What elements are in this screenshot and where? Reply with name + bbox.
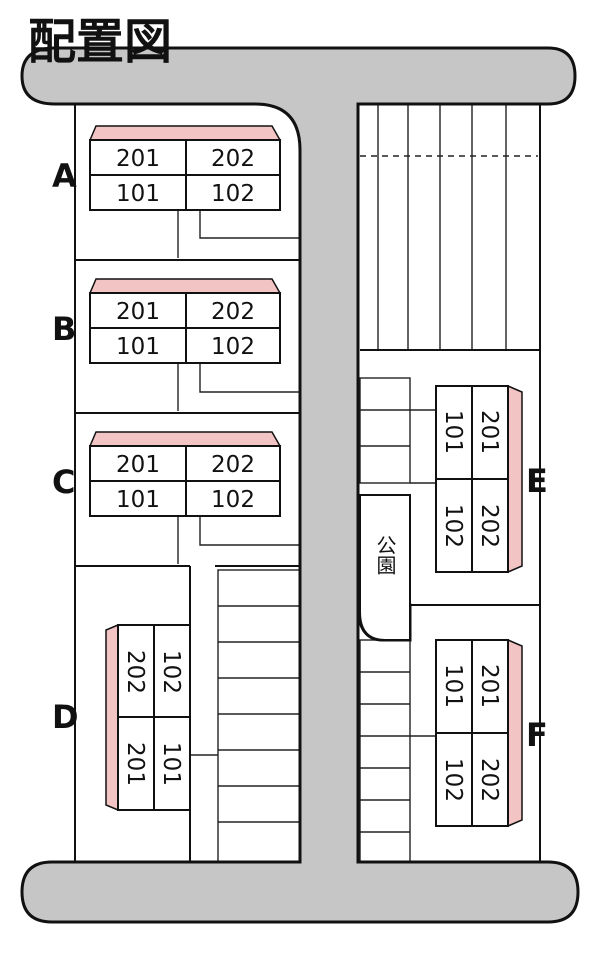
unit-a-102: 102 <box>211 181 255 207</box>
unit-b-202: 202 <box>211 299 255 325</box>
building-a-label: A <box>52 157 77 195</box>
building-c-label: C <box>52 463 75 501</box>
building-d: 102 202 101 201 D <box>52 623 191 812</box>
unit-b-102: 102 <box>211 334 255 360</box>
unit-a-101: 101 <box>116 181 160 207</box>
building-b: 201 202 101 102 B <box>52 278 282 364</box>
building-b-label: B <box>52 310 76 348</box>
unit-e-201: 201 <box>476 410 502 454</box>
roads <box>20 46 580 924</box>
unit-b-201: 201 <box>116 299 160 325</box>
unit-d-201: 201 <box>122 742 148 786</box>
unit-b-101: 101 <box>116 334 160 360</box>
unit-c-201: 201 <box>116 452 160 478</box>
top-road <box>20 46 580 924</box>
unit-c-202: 202 <box>211 452 255 478</box>
building-d-label: D <box>52 698 79 736</box>
map-title: 配置図 <box>28 14 172 70</box>
unit-e-202: 202 <box>476 504 502 548</box>
unit-c-102: 102 <box>211 487 255 513</box>
building-e-label: E <box>526 462 548 500</box>
unit-f-102: 102 <box>440 758 466 802</box>
unit-e-102: 102 <box>440 504 466 548</box>
unit-d-101: 101 <box>158 742 184 786</box>
unit-f-201: 201 <box>476 664 502 708</box>
unit-a-202: 202 <box>211 146 255 172</box>
lot-lines <box>74 105 541 863</box>
park-label: 公園 <box>373 535 397 575</box>
unit-a-201: 201 <box>116 146 160 172</box>
building-f-label: F <box>526 716 548 754</box>
unit-d-102: 102 <box>158 650 184 694</box>
unit-d-202: 202 <box>122 650 148 694</box>
park: 公園 <box>359 494 411 641</box>
unit-c-101: 101 <box>116 487 160 513</box>
unit-e-101: 101 <box>440 410 466 454</box>
building-c: 201 202 101 102 C <box>52 431 282 517</box>
building-a: 201 202 101 102 A <box>52 125 282 211</box>
unit-f-101: 101 <box>440 664 466 708</box>
building-f: 201 101 202 102 F <box>435 638 548 828</box>
building-e: 201 101 202 102 E <box>435 384 548 574</box>
unit-f-202: 202 <box>476 758 502 802</box>
